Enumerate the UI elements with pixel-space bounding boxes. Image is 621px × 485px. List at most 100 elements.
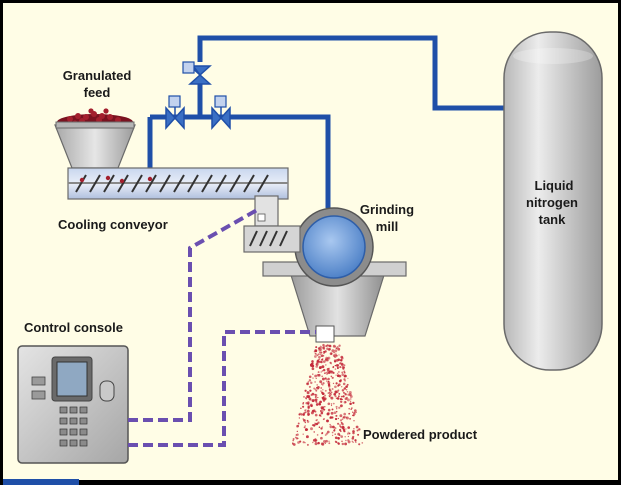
powder-particle (298, 413, 301, 416)
powder-particle (315, 441, 317, 444)
powder-particle (343, 364, 346, 367)
powder-particle (342, 395, 345, 398)
powder-particle (299, 440, 302, 443)
powder-particle (320, 383, 323, 385)
powder-particle (350, 398, 352, 400)
powder-particle (296, 424, 299, 428)
powder-particle (343, 415, 346, 419)
powder-particle (334, 385, 337, 389)
powder-particle (326, 430, 330, 434)
powder-particle (314, 374, 317, 378)
powder-particle (334, 436, 338, 440)
powder-particle (336, 397, 340, 400)
powder-particle (344, 380, 346, 382)
powder-particle (343, 387, 347, 390)
powder-particle (320, 436, 323, 440)
powder-particle (329, 345, 332, 348)
powder-particle (336, 346, 339, 349)
powder-particle (358, 443, 361, 446)
powder-particle (300, 407, 302, 409)
powder-particle (318, 358, 321, 361)
pipe-tank-to-valve (197, 35, 510, 111)
powder-particle (335, 397, 338, 400)
powder-particle (334, 395, 337, 398)
powder-particle (349, 400, 352, 402)
powder-particle (342, 382, 346, 386)
powder-particle (351, 440, 354, 443)
powder-particle (322, 343, 325, 347)
powder-particle (352, 431, 355, 435)
powder-particle (347, 426, 351, 429)
powder-particle (327, 384, 331, 387)
powder-particle (345, 416, 348, 418)
powder-particle (351, 407, 353, 409)
powder-particle (340, 430, 342, 433)
powder-particle (337, 417, 339, 420)
powder-particle (316, 361, 318, 363)
powder-particle (344, 436, 346, 438)
powder-particle (292, 438, 295, 440)
powder-particle (320, 409, 324, 413)
powder-particle (333, 393, 337, 396)
powder-particle (348, 391, 352, 394)
powder-particle (325, 432, 329, 435)
powder-particle (324, 389, 327, 392)
powder-particle (336, 366, 339, 369)
powder-particle (354, 441, 357, 443)
powder-particle (348, 432, 351, 435)
powder-particle (292, 439, 295, 442)
powder-particle (354, 439, 357, 442)
powder-particle (346, 383, 349, 386)
powder-particle (325, 439, 328, 443)
powder-particle (327, 412, 330, 416)
powder-particle (345, 396, 348, 399)
powder-particle (337, 384, 340, 387)
powder-particle (330, 352, 333, 355)
powder-particle (315, 400, 318, 403)
powder-particle (307, 391, 309, 393)
label-powdered-product: Powdered product (363, 427, 478, 442)
powder-particle (308, 375, 312, 379)
powder-particle (320, 387, 323, 389)
powder-particle (349, 395, 353, 398)
powder-particle (335, 441, 338, 444)
powder-particle (325, 364, 327, 366)
powder-particle (321, 432, 323, 435)
powder-particle (322, 389, 324, 391)
powder-particle (327, 356, 331, 360)
powder-particle (308, 385, 311, 388)
powder-particle (341, 373, 345, 377)
powder-particle (302, 401, 305, 404)
powder-particle (335, 405, 338, 408)
label-liquid-nitrogen-2: nitrogen (526, 195, 578, 210)
powder-particle (342, 428, 346, 432)
powder-particle (297, 441, 300, 444)
powder-particle (324, 406, 326, 408)
powder-particle (307, 402, 309, 405)
powder-particle (317, 373, 321, 377)
powder-particle (319, 380, 323, 384)
powder-particle (312, 377, 314, 379)
powder-particle (348, 407, 350, 410)
powder-particle (322, 382, 325, 385)
label-cooling-conveyor: Cooling conveyor (58, 217, 168, 232)
powder-particle (326, 367, 330, 371)
powder-particle (341, 418, 344, 421)
label-grinding-mill-1: Grinding (360, 202, 414, 217)
powder-particle (322, 360, 326, 363)
powder-particle (323, 350, 325, 353)
powder-particle (318, 349, 322, 352)
grinding-mill (243, 207, 407, 343)
powder-particle (324, 394, 327, 397)
powder-particle (340, 362, 344, 366)
powder-particle (339, 366, 342, 369)
powder-particle (319, 353, 321, 356)
powder-particle (339, 419, 343, 422)
powder-particle (342, 425, 345, 428)
powder-particle (333, 429, 336, 432)
powder-particle (340, 395, 343, 398)
signal-to-conveyor (128, 208, 258, 422)
powder-particle (321, 358, 324, 361)
powder-particle (310, 381, 313, 385)
